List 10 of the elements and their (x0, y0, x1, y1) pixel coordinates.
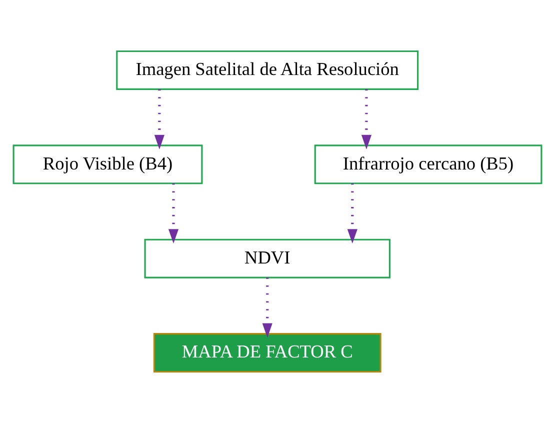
arrow (361, 89, 372, 150)
arrow (154, 89, 164, 150)
node-box: Rojo Visible (B4) (12, 144, 203, 184)
arrow (168, 183, 179, 244)
arrow (262, 278, 272, 338)
node-box: Infrarrojo cercano (B5) (314, 144, 542, 184)
node-box: MAPA DE FACTOR C (153, 333, 382, 373)
arrow (347, 183, 358, 244)
node-box: NDVI (144, 238, 390, 278)
node-box: Imagen Satelital de Alta Resolución (116, 50, 419, 90)
